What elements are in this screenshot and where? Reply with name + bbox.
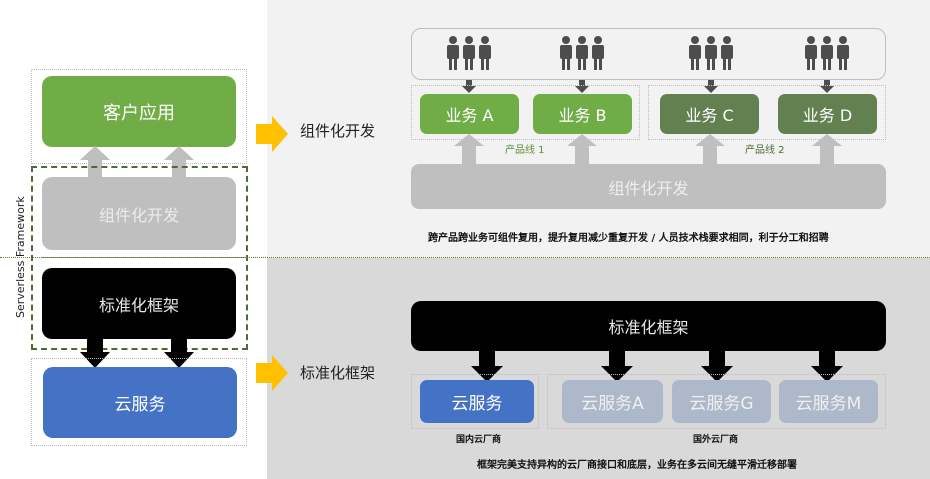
cloud-service-g-box: 云服务G <box>672 380 771 423</box>
up-arrow-icon <box>567 134 597 166</box>
section-divider <box>0 257 930 258</box>
cloud-service-label: 云服务G <box>689 394 754 414</box>
domestic-cloud-service-box: 云服务 <box>420 380 534 423</box>
framework-caption: 框架完美支持异构的云厂商接口和底层，业务在多云间无缝平滑迁移部署 <box>477 460 797 471</box>
cloud-service-m-box: 云服务M <box>779 380 878 423</box>
cloud-service-box: 云服务 <box>43 367 237 438</box>
cloud-service-a-box: 云服务A <box>562 380 663 423</box>
cloud-service-label: 云服务A <box>581 394 644 414</box>
serverless-framework-frame <box>31 166 248 350</box>
business-b-box: 业务 B <box>533 94 632 134</box>
inner-divider <box>42 257 247 258</box>
people-group-icon <box>560 36 604 70</box>
business-label: 业务 D <box>802 106 853 125</box>
business-d-box: 业务 D <box>778 94 877 134</box>
product-line-2-label: 产品线 2 <box>745 145 785 156</box>
down-arrow-icon <box>462 80 476 93</box>
framework-bar-label: 标准化框架 <box>608 318 689 337</box>
up-arrow-icon <box>812 134 842 166</box>
customer-app-frame <box>31 69 247 164</box>
section-title-component: 组件化开发 <box>300 122 376 140</box>
standard-framework-box: 标准化框架 <box>42 268 236 339</box>
people-group-icon <box>689 36 733 70</box>
business-label: 业务 C <box>685 106 734 125</box>
section-title-framework: 标准化框架 <box>300 364 376 382</box>
cloud-service-label: 云服务 <box>114 395 166 415</box>
up-arrow-icon <box>454 134 484 166</box>
business-c-box: 业务 C <box>660 94 759 134</box>
right-arrow-icon <box>256 355 288 391</box>
business-label: 业务 B <box>558 106 607 125</box>
framework-bar: 标准化框架 <box>411 301 886 351</box>
people-group-icon <box>447 36 491 70</box>
component-dev-label: 组件化开发 <box>98 205 179 225</box>
business-label: 业务 A <box>445 106 494 125</box>
up-arrow-icon <box>164 146 194 180</box>
component-dev-caption: 跨产品跨业务可组件复用，提升复用减少重复开发 / 人员技术栈要求相同，利于分工和… <box>428 233 829 244</box>
cloud-service-label: 云服务M <box>795 394 862 414</box>
down-arrow-icon <box>80 338 110 368</box>
component-dev-bar: 组件化开发 <box>411 164 886 209</box>
right-arrow-icon <box>256 116 288 152</box>
people-group-icon <box>805 36 849 70</box>
serverless-framework-label: Serverless Framework <box>14 196 27 318</box>
foreign-cloud-label: 国外云厂商 <box>693 435 739 445</box>
customer-app-label: 客户应用 <box>103 102 175 124</box>
down-arrow-icon <box>575 80 589 93</box>
business-a-box: 业务 A <box>420 94 519 134</box>
component-dev-box: 组件化开发 <box>42 177 236 250</box>
standard-framework-label: 标准化框架 <box>98 295 179 315</box>
domestic-cloud-frame <box>411 374 539 429</box>
component-dev-bar-label: 组件化开发 <box>608 178 689 198</box>
down-arrow-icon <box>820 80 834 93</box>
cloud-service-label: 云服务 <box>451 394 503 414</box>
up-arrow-icon <box>80 146 110 180</box>
down-arrow-icon <box>164 338 194 368</box>
customer-app-box: 客户应用 <box>42 76 236 147</box>
product-line-1-label: 产品线 1 <box>505 145 545 156</box>
foreign-cloud-frame <box>547 374 886 429</box>
domestic-cloud-label: 国内云厂商 <box>456 435 502 445</box>
down-arrow-icon <box>704 80 718 93</box>
up-arrow-icon <box>695 134 725 166</box>
product-line-2-frame <box>648 85 886 140</box>
product-line-1-frame <box>411 85 640 140</box>
cloud-service-frame <box>31 358 247 446</box>
